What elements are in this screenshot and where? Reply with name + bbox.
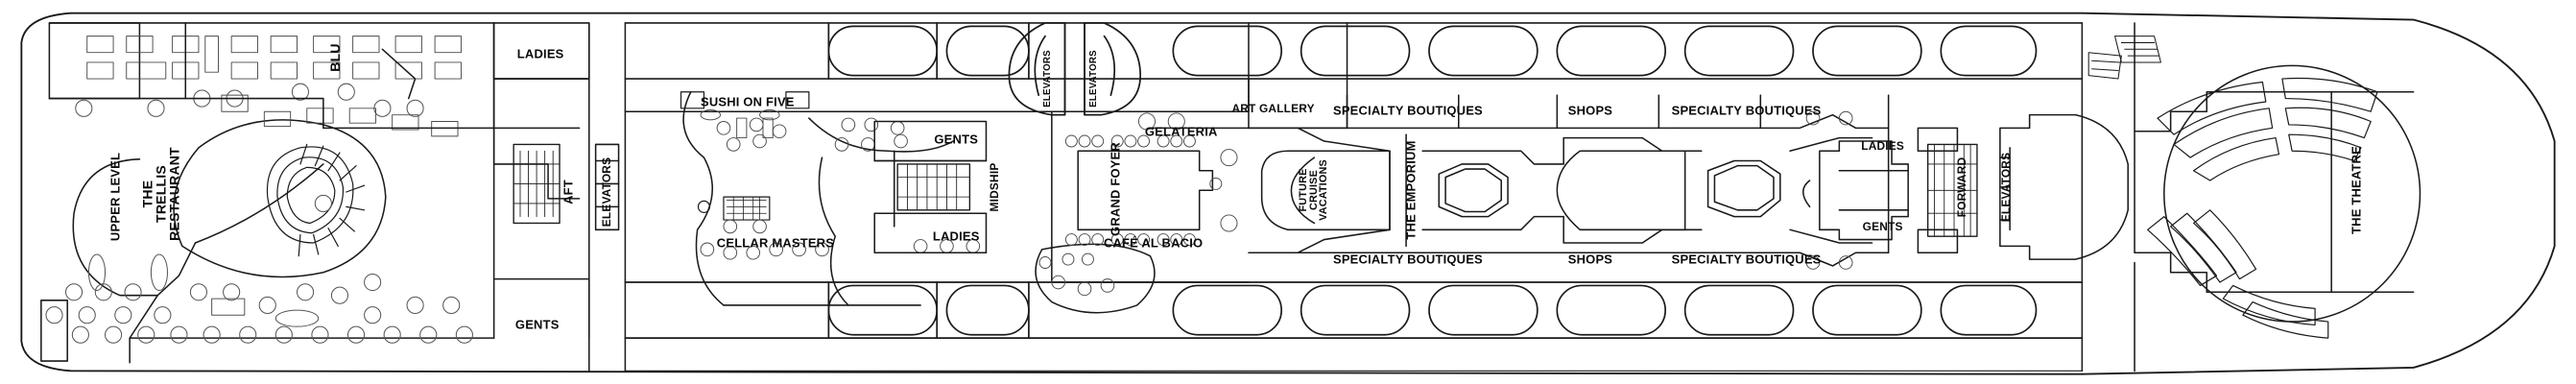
map-label-ladies-mid: LADIES: [932, 228, 980, 244]
map-label-ladies-aft: LADIES: [516, 46, 564, 61]
map-label-gents-mid: GENTS: [934, 132, 979, 147]
map-label-ladies-fwd: LADIES: [1861, 139, 1905, 154]
map-label-gelateria: GELATERIA: [1144, 124, 1218, 139]
map-label-sushi-on-five: SUSHI ON FIVE: [701, 94, 795, 109]
foyer-seating: [1038, 112, 1238, 297]
map-label-forward: FORWARD: [1954, 156, 1968, 218]
hull-outline: [20, 12, 2556, 375]
map-label-boutiques-top-2: SPECIALTY BOUTIQUES: [1671, 102, 1822, 117]
sushi-cellar-area: [624, 22, 1053, 372]
map-label-aft: AFT: [561, 180, 576, 204]
map-label-grand-foyer: GRAND FOYER: [1108, 141, 1123, 236]
aft-dining-tables: [45, 83, 473, 344]
map-label-blu: BLU: [327, 43, 344, 72]
map-label-cellar-masters: CELLAR MASTERS: [716, 235, 835, 251]
map-label-boutiques-top-1: SPECIALTY BOUTIQUES: [1333, 102, 1483, 117]
lifeboat-row-top: [624, 22, 2084, 80]
map-label-gents-fwd: GENTS: [1862, 219, 1903, 233]
map-label-boutiques-bot-1: SPECIALTY BOUTIQUES: [1333, 252, 1483, 267]
aft-lobby: [492, 22, 620, 372]
aft-banquettes: [86, 36, 462, 137]
blu-room: [48, 22, 495, 130]
map-label-elevators-stbd: ELEVATORS: [1088, 50, 1100, 108]
map-label-elevators-aft: ELEVATORS: [599, 156, 613, 228]
grand-foyer-area: [1035, 78, 1250, 314]
midship-lobby: [873, 120, 988, 254]
midship-elevators: [1008, 22, 1142, 116]
map-label-shops-top: SHOPS: [1567, 102, 1613, 117]
forward-seating: [1805, 110, 1853, 270]
trellis-restaurant-room: [40, 22, 495, 364]
lifeboat-row-bottom: [624, 281, 2084, 339]
the-theatre: [2081, 22, 2421, 372]
map-label-elevators-fwd: ELEVATORS: [1998, 152, 2013, 223]
map-label-boutiques-bot-2: SPECIALTY BOUTIQUES: [1671, 252, 1822, 267]
map-label-the-theatre: THE THEATRE: [2349, 146, 2364, 235]
map-label-elevators-port: ELEVATORS: [1042, 50, 1054, 108]
map-label-upper-level: UPPER LEVEL: [107, 153, 123, 242]
forward-lobby: [1801, 113, 2129, 260]
map-label-art-gallery: ART GALLERY: [1231, 101, 1315, 115]
emporium-shops: [1248, 94, 1890, 267]
map-label-gents-aft: GENTS: [514, 317, 560, 332]
corridor-details: [624, 12, 2083, 372]
map-label-the-emporium: THE EMPORIUM: [1403, 140, 1419, 240]
map-label-cafe-al-bacio: CAFÉ AL BACIO: [1103, 235, 1204, 251]
map-label-midship: MIDSHIP: [987, 162, 1001, 212]
map-label-shops-bot: SHOPS: [1567, 252, 1613, 267]
